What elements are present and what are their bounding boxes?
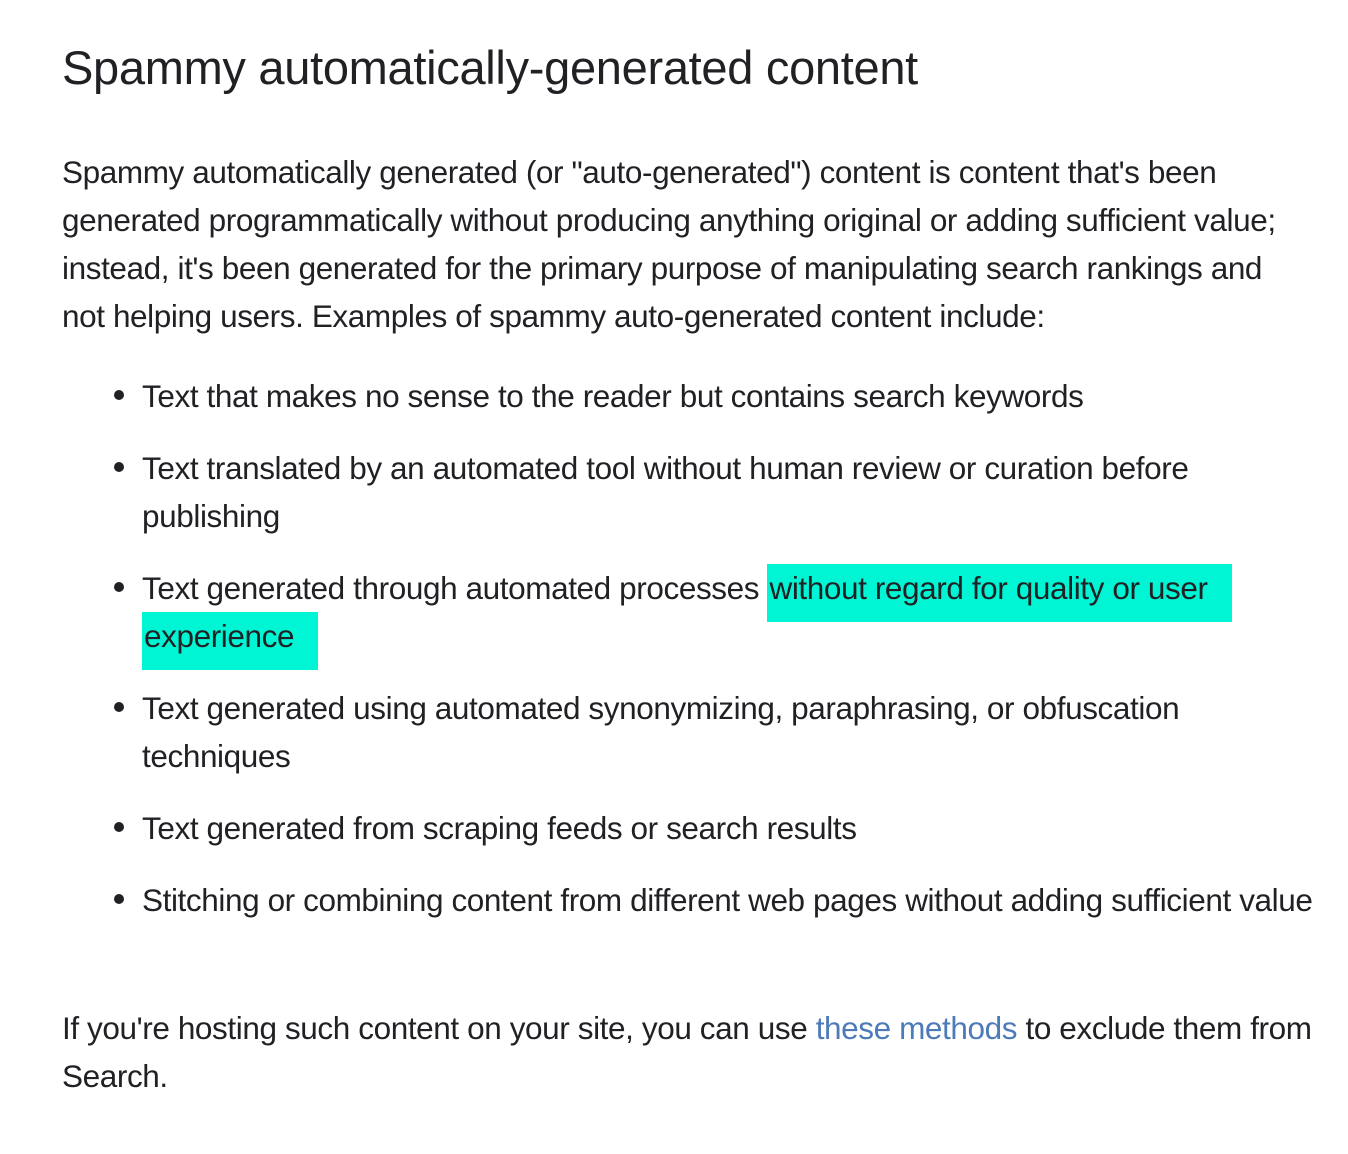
bullet-icon xyxy=(114,582,124,592)
list-item: Text that makes no sense to the reader b… xyxy=(62,372,1322,420)
outro-text-before: If you're hosting such content on your s… xyxy=(62,1010,816,1046)
list-item-text: Text generated from scraping feeds or se… xyxy=(142,810,857,846)
list-item-text: Text translated by an automated tool wit… xyxy=(142,450,1189,534)
these-methods-link[interactable]: these methods xyxy=(815,1010,1018,1046)
list-item: Text translated by an automated tool wit… xyxy=(62,444,1322,540)
bullet-icon xyxy=(114,462,124,472)
list-item-text: Stitching or combining content from diff… xyxy=(142,882,1313,918)
intro-paragraph: Spammy automatically generated (or "auto… xyxy=(62,154,1276,334)
outro-text-after: to exclude them from Search. xyxy=(62,1010,1312,1094)
bullet-icon xyxy=(114,822,124,832)
examples-list: Text that makes no sense to the reader b… xyxy=(62,372,1322,948)
list-item: Text generated from scraping feeds or se… xyxy=(62,804,1322,852)
bullet-icon xyxy=(114,702,124,712)
outro-paragraph: If you're hosting such content on your s… xyxy=(62,1004,1322,1100)
list-item-text: Text generated using automated synonymiz… xyxy=(142,690,1180,774)
list-item: Text generated using automated synonymiz… xyxy=(62,684,1322,780)
page-title: Spammy automatically-generated content xyxy=(62,41,918,94)
list-item: Text generated through automated process… xyxy=(62,564,1322,670)
bullet-icon xyxy=(114,894,124,904)
list-item: Stitching or combining content from diff… xyxy=(62,876,1322,924)
list-item-text: Text generated through automated process… xyxy=(142,570,768,606)
list-item-text: Text that makes no sense to the reader b… xyxy=(142,378,1084,414)
bullet-icon xyxy=(114,390,124,400)
